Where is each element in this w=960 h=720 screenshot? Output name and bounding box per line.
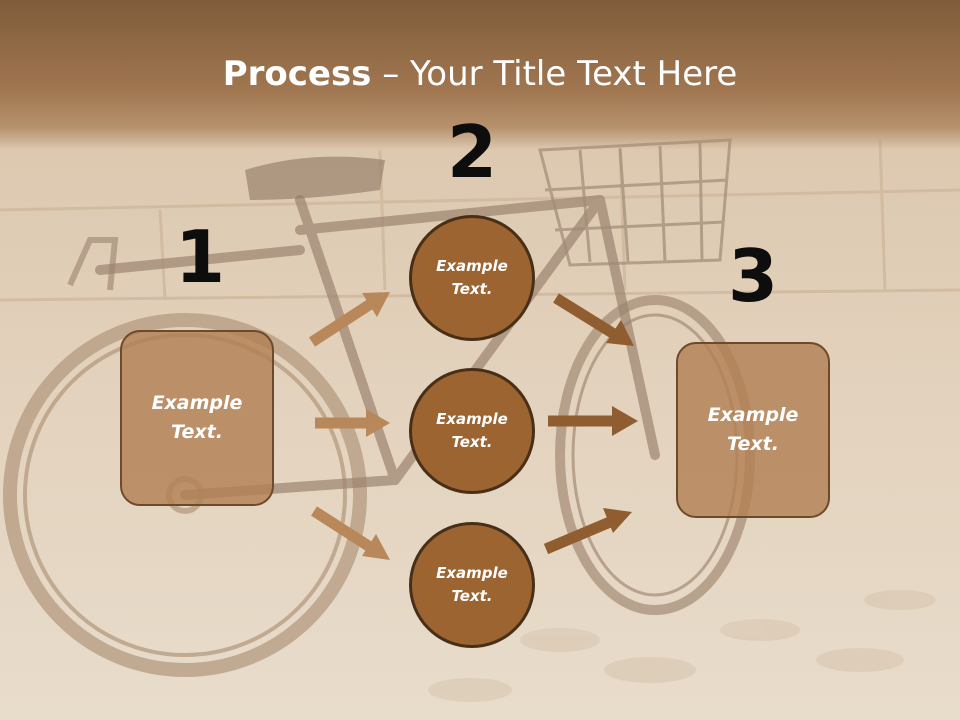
step-3-box[interactable]: Example Text. xyxy=(676,342,830,518)
arrow-middle-to-3 xyxy=(548,406,638,436)
arrow-bottom-to-3 xyxy=(543,508,632,555)
circle-middle[interactable]: Example Text. xyxy=(409,368,535,494)
slide-title[interactable]: Process – Your Title Text Here xyxy=(0,52,960,96)
circle-bottom-text: Example Text. xyxy=(436,564,508,605)
title-bold: Process xyxy=(222,54,372,94)
arrow-1-to-top xyxy=(309,292,390,347)
circle-middle-text: Example Text. xyxy=(436,410,508,451)
step-3-box-text: Example Text. xyxy=(707,404,799,455)
arrow-1-to-bottom xyxy=(311,506,390,560)
step-number-2[interactable]: 2 xyxy=(446,110,498,194)
arrow-1-to-middle xyxy=(315,409,390,437)
step-1-box-text: Example Text. xyxy=(151,392,243,443)
step-number-1[interactable]: 1 xyxy=(174,215,226,299)
title-band xyxy=(0,0,960,150)
title-rest: – Your Title Text Here xyxy=(371,54,738,94)
circle-bottom[interactable]: Example Text. xyxy=(409,522,535,648)
arrow-top-to-3 xyxy=(553,293,634,346)
circle-top-text: Example Text. xyxy=(436,257,508,298)
circle-top[interactable]: Example Text. xyxy=(409,215,535,341)
step-1-box[interactable]: Example Text. xyxy=(120,330,274,506)
step-number-3[interactable]: 3 xyxy=(727,234,779,318)
